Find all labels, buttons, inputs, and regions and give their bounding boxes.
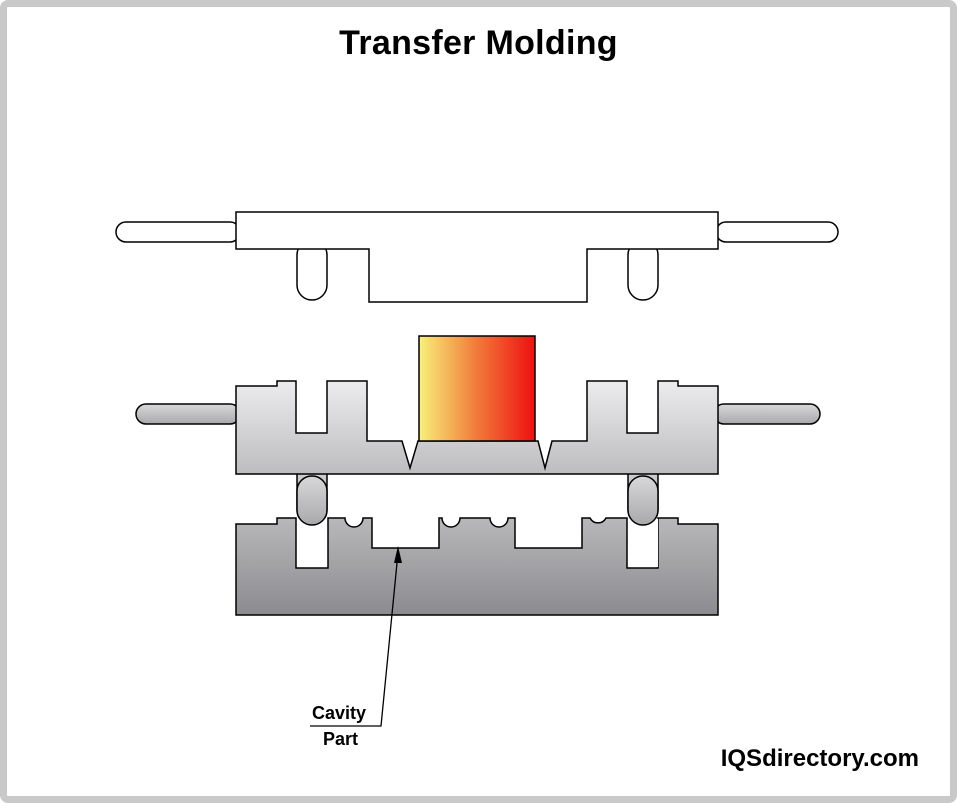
middle-left-rod [135,403,241,425]
bottom-plate-body [235,517,719,616]
middle-plate-body [235,380,719,475]
top-plate-body [235,211,719,303]
top-left-rod [115,221,241,243]
top-right-rod [715,221,839,243]
top-plate [115,211,839,303]
diagram-title: Transfer Molding [339,24,618,62]
cavity-label: Cavity [312,703,367,723]
cavity-leader [310,546,402,727]
brand-watermark: IQSdirectory.com [720,745,919,772]
bottom-plate [235,475,719,616]
middle-right-rod [713,403,821,425]
middle-plate [135,335,821,526]
part-label: Part [323,729,359,749]
molding-compound-charge [418,335,536,442]
